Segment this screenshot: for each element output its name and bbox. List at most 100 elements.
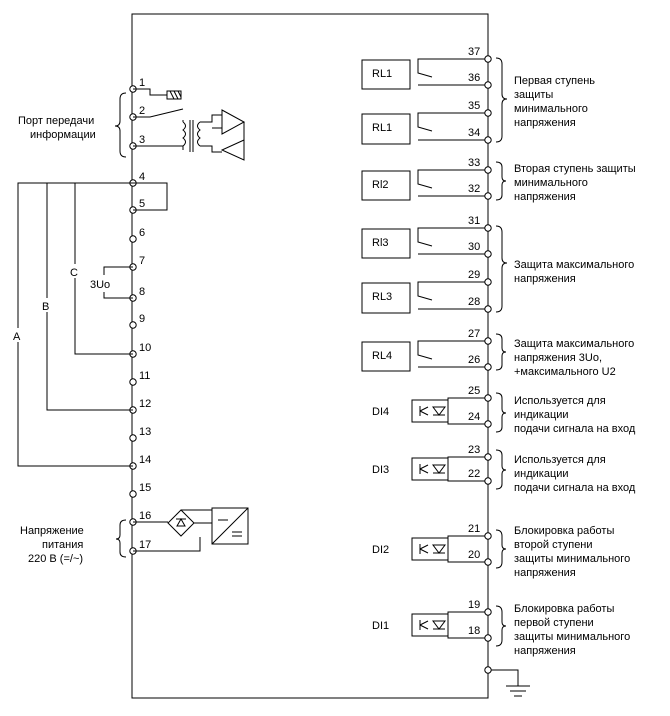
relay-contact-block: RL3: [361, 281, 485, 314]
digital-input-block: DI3: [372, 456, 485, 482]
desc-block2: Блокировка работы второй ступени защиты …: [514, 525, 630, 579]
desc-stage1-line2: защиты: [514, 89, 553, 101]
digital-input-block: DI1: [372, 611, 485, 639]
desc-overvoltage-3uo: Защита максимального напряжения 3Uo, +ма…: [514, 338, 634, 378]
left-terminal-number: 3: [139, 134, 145, 146]
power-label-line3: 220 В (=/~): [28, 553, 83, 565]
desc-block2-line4: напряжения: [514, 567, 576, 579]
desc-di3-line3: подачи сигнала на вход: [514, 482, 636, 494]
brace-stage2: [495, 161, 507, 201]
relay-coil-box: [361, 170, 411, 201]
desc-block1-line1: Блокировка работы: [514, 603, 614, 615]
desc-di4: Используется для индикации подачи сигнал…: [514, 395, 636, 435]
desc-block1-line4: напряжения: [514, 645, 576, 657]
right-terminal-number: 25: [468, 385, 480, 397]
relay-label: RL4: [372, 350, 392, 362]
right-terminal-number: 29: [468, 269, 480, 281]
brace-di4: [495, 392, 507, 433]
right-terminal: [484, 166, 492, 174]
right-terminal-number: 19: [468, 599, 480, 611]
right-terminal-number: 27: [468, 328, 480, 340]
relay-coil-box: [361, 341, 411, 372]
left-terminal-number: 7: [139, 255, 145, 267]
right-terminal-number: 32: [468, 183, 480, 195]
desc-block2-line2: второй ступени: [514, 539, 593, 551]
desc-di3-line1: Используется для: [514, 454, 606, 466]
right-terminal: [484, 453, 492, 461]
power-label-line1: Напряжение: [20, 525, 84, 537]
power-supply-symbol: [133, 507, 249, 552]
right-terminal: [484, 250, 492, 258]
relay-contact: [417, 227, 485, 255]
left-terminal-number: 2: [139, 105, 145, 117]
desc-di4-line3: подачи сигнала на вход: [514, 423, 636, 435]
left-terminal-number: 4: [139, 171, 145, 183]
relay-label: Rl2: [372, 179, 389, 191]
right-terminal: [484, 394, 492, 402]
relay-coil-box: [361, 282, 411, 314]
relay-contact-block: RL4: [361, 340, 485, 372]
phase-label-b: B: [42, 301, 49, 313]
brace-block2: [495, 529, 507, 569]
right-terminal-number: 36: [468, 72, 480, 84]
dc-dc-converter: [211, 507, 249, 545]
right-terminal-number: 26: [468, 354, 480, 366]
right-terminal-number: 18: [468, 625, 480, 637]
desc-block2-line3: защиты минимального: [514, 553, 630, 565]
desc-overvoltage: Защита максимального напряжения: [514, 259, 634, 285]
right-terminal: [484, 109, 492, 117]
power-brace: [115, 519, 127, 558]
desc-block1: Блокировка работы первой ступени защиты …: [514, 603, 630, 657]
digital-input-label: DI2: [372, 544, 389, 556]
optocoupler: [411, 537, 449, 561]
phase-label-a: A: [13, 331, 21, 343]
desc-stage1-line3: минимального: [514, 103, 588, 115]
device-body: [131, 13, 489, 699]
relay-contact-block: RL1: [361, 58, 485, 90]
relay-coil-box: [361, 113, 411, 145]
port-label-line2: информации: [30, 129, 96, 141]
optocoupler: [411, 457, 449, 481]
left-terminal: [129, 434, 137, 442]
port-label-line1: Порт передачи: [18, 115, 94, 127]
left-terminal-number: 10: [139, 342, 151, 354]
input-wires: [447, 456, 485, 482]
right-terminal: [484, 608, 492, 616]
desc-3uo-line1: Защита максимального: [514, 338, 634, 350]
phototransistor: [419, 464, 429, 474]
jumper-4-5: [133, 182, 168, 211]
relay-coil-box: [361, 228, 411, 259]
left-terminal-number: 16: [139, 510, 151, 522]
relay-contact-block: Rl2: [361, 169, 485, 201]
desc-stage2-line1: Вторая ступень защиты: [514, 163, 636, 175]
left-terminal-number: 17: [139, 539, 151, 551]
desc-block1-line2: первой ступени: [514, 617, 594, 629]
digital-input-label: DI4: [372, 406, 389, 418]
desc-3uo-line2: напряжения 3Uo,: [514, 352, 602, 364]
right-terminal-number: 35: [468, 100, 480, 112]
relay-contact: [417, 340, 485, 368]
relay-label: Rl3: [372, 237, 389, 249]
desc-stage2-line3: напряжения: [514, 191, 576, 203]
input-wires: [447, 611, 485, 639]
input-wires: [447, 397, 485, 425]
digital-input-block: DI4: [372, 397, 485, 425]
left-terminal-number: 11: [139, 370, 150, 382]
relay-contact: [417, 112, 485, 141]
right-terminal: [484, 224, 492, 232]
right-terminal-number: 37: [468, 46, 480, 58]
digital-input-label: DI3: [372, 464, 389, 476]
right-terminal-number: 33: [468, 157, 480, 169]
desc-di3: Используется для индикации подачи сигнал…: [514, 454, 636, 494]
left-terminal-number: 15: [139, 482, 151, 494]
desc-di4-line2: индикации: [514, 409, 569, 421]
relay-contact: [417, 281, 485, 310]
right-terminal-number: 22: [468, 468, 480, 480]
relay-label: RL1: [372, 68, 392, 80]
digital-input-block: DI2: [372, 535, 485, 563]
led-diode: [432, 544, 446, 554]
right-terminal-number: 31: [468, 215, 480, 227]
brace-3uo: [495, 333, 507, 371]
left-terminal-number: 14: [139, 454, 151, 466]
